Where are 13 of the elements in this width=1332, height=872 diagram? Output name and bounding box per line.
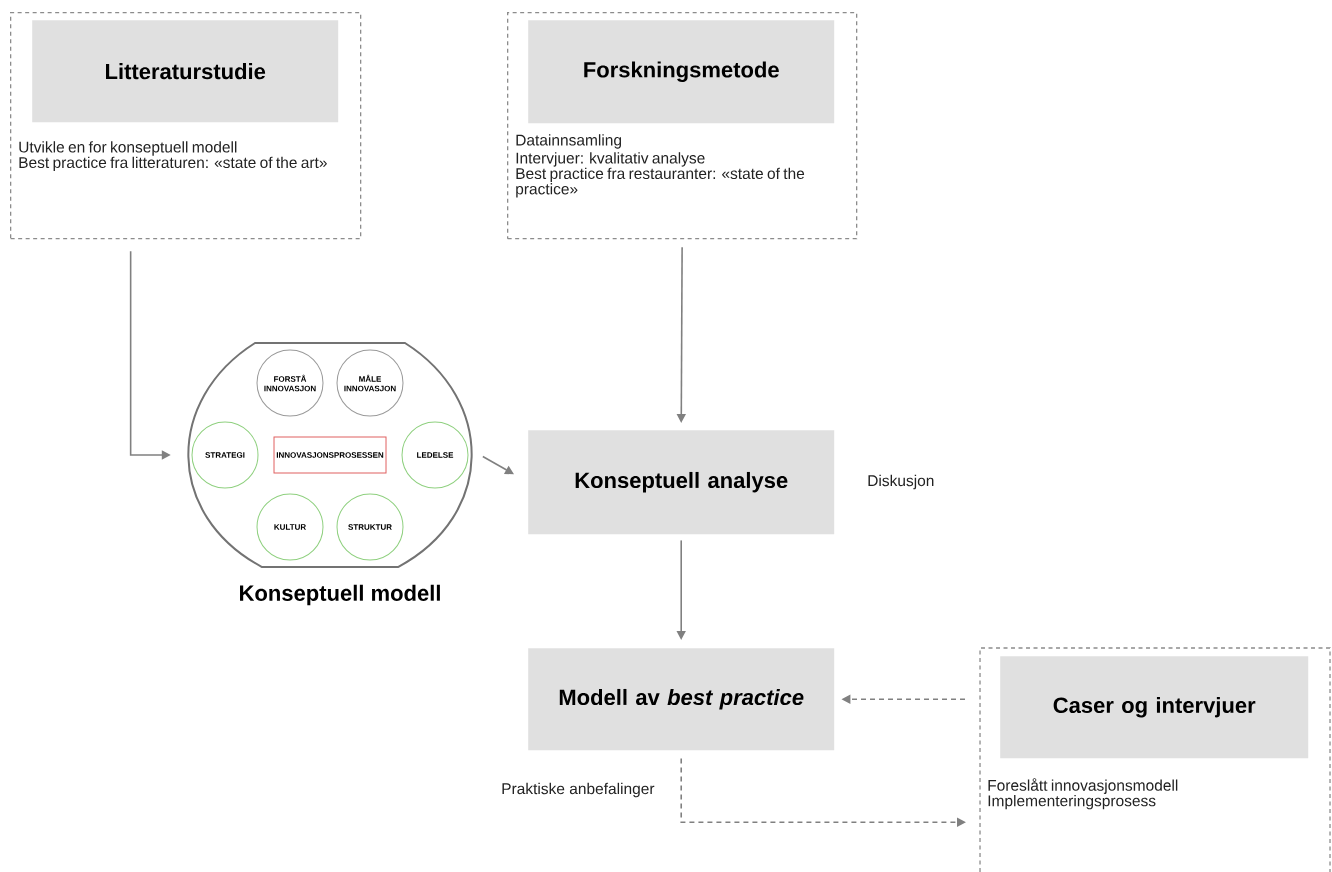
- process-box: Modell av best practice: [528, 648, 835, 751]
- model-title: Konseptuell modell: [240, 584, 440, 606]
- process-box: Caser og intervjuer: [1000, 656, 1309, 759]
- process-box: INNOVASJONSPROSESSEN: [273, 436, 387, 474]
- process-box: Konseptuell analyse: [528, 430, 835, 535]
- edge-label: Praktiske anbefalinger: [500, 781, 656, 799]
- side-note: Diskusjon: [868, 474, 934, 490]
- process-box: Forskningsmetode: [528, 20, 835, 124]
- body-text: Foreslått innovasjonsmodell Implementeringsprosess: [988, 778, 1178, 810]
- arrow: [680, 757, 966, 827]
- process-box: Litteraturstudie: [32, 20, 339, 123]
- body-text: Utvikle en for konseptuell modell Best practice fra litteraturen: «state of the art»: [19, 141, 327, 172]
- body-text: Datainnsamling Intervjuer: kvalitativ analyse Best practice fra restauranter: «state of the practice»: [516, 134, 805, 198]
